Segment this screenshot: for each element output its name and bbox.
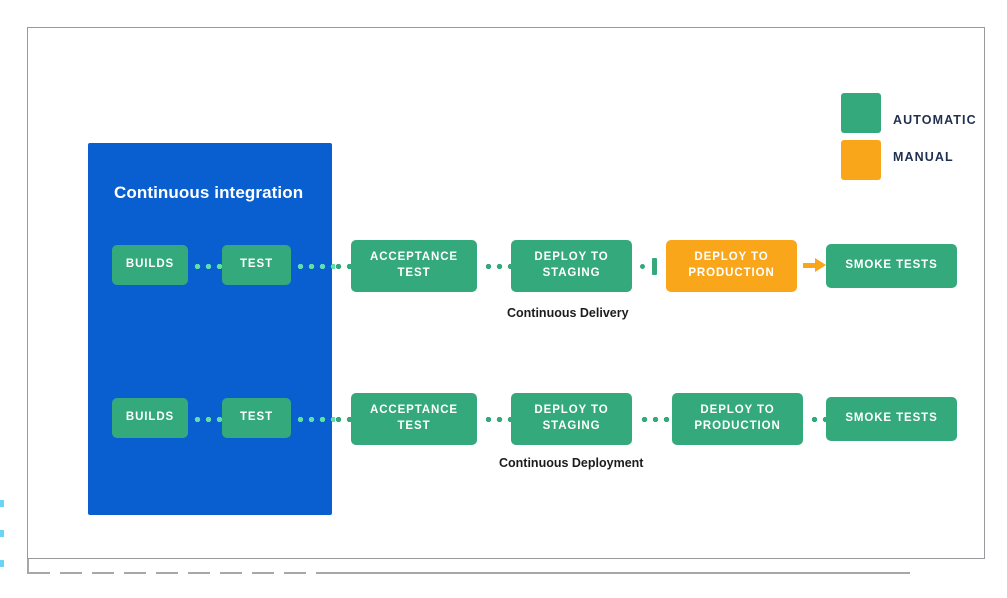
continuous-integration-panel [88,143,332,515]
connector-dots-test-acceptance-row1-blue [295,264,335,269]
connector-dots-builds-test-row1 [192,264,222,269]
stage-builds-row1[interactable]: BUILDS [112,245,188,285]
stage-label: DEPLOY TO PRODUCTION [694,404,781,432]
stage-acceptance-test-row1[interactable]: ACCEPTANCE TEST [351,240,477,292]
stage-deploy-to-production-row2[interactable]: DEPLOY TO PRODUCTION [672,393,803,445]
stage-test-row2[interactable]: TEST [222,398,291,438]
legend-swatch-automatic [841,93,881,133]
connector-dots-staging-production-row2 [639,417,675,422]
stage-acceptance-test-row2[interactable]: ACCEPTANCE TEST [351,393,477,445]
connector-dots-production-smoke-row2 [809,417,833,422]
stage-deploy-to-staging-row2[interactable]: DEPLOY TO STAGING [511,393,632,445]
caption-continuous-deployment: Continuous Deployment [499,456,644,470]
connector-dots-acceptance-staging-row1 [483,264,513,269]
legend-swatch-manual [841,140,881,180]
connector-dots-test-acceptance-row1-white [333,264,353,269]
stage-label: SMOKE TESTS [845,412,938,425]
stage-label: DEPLOY TO STAGING [534,404,609,432]
stage-label: BUILDS [125,411,175,424]
stage-label: ACCEPTANCE TEST [369,251,458,279]
stage-builds-row2[interactable]: BUILDS [112,398,188,438]
stage-label: SMOKE TESTS [845,259,938,272]
legend-label-manual: MANUAL [893,150,954,164]
arrow-right-icon-row1 [803,258,828,273]
legend-label-automatic: AUTOMATIC [893,113,977,127]
stage-test-row1[interactable]: TEST [222,245,291,285]
stage-deploy-to-staging-row1[interactable]: DEPLOY TO STAGING [511,240,632,292]
stage-label: ACCEPTANCE TEST [369,404,458,432]
stage-smoke-tests-row1[interactable]: SMOKE TESTS [826,244,957,288]
connector-dots-acceptance-staging-row2 [483,417,513,422]
stage-label: DEPLOY TO STAGING [534,251,609,279]
connector-dots-test-acceptance-row2-white [333,417,351,422]
stage-label: DEPLOY TO PRODUCTION [688,251,775,279]
connector-dots-test-acceptance-row2-blue [295,417,335,422]
stage-deploy-to-production-row1[interactable]: DEPLOY TO PRODUCTION [666,240,797,292]
slide-edge-solid-bottom [330,572,910,574]
stage-label: BUILDS [125,258,175,271]
stage-label: TEST [240,258,273,271]
slide-edge-accent-left [0,500,4,590]
connector-dots-builds-test-row2 [192,417,222,422]
caption-continuous-delivery: Continuous Delivery [507,306,629,320]
stage-smoke-tests-row2[interactable]: SMOKE TESTS [826,397,957,441]
gate-bar-row1 [652,258,657,275]
stage-label: TEST [240,411,273,424]
gate-dot-row1 [640,264,645,269]
continuous-integration-title: Continuous integration [114,183,304,202]
